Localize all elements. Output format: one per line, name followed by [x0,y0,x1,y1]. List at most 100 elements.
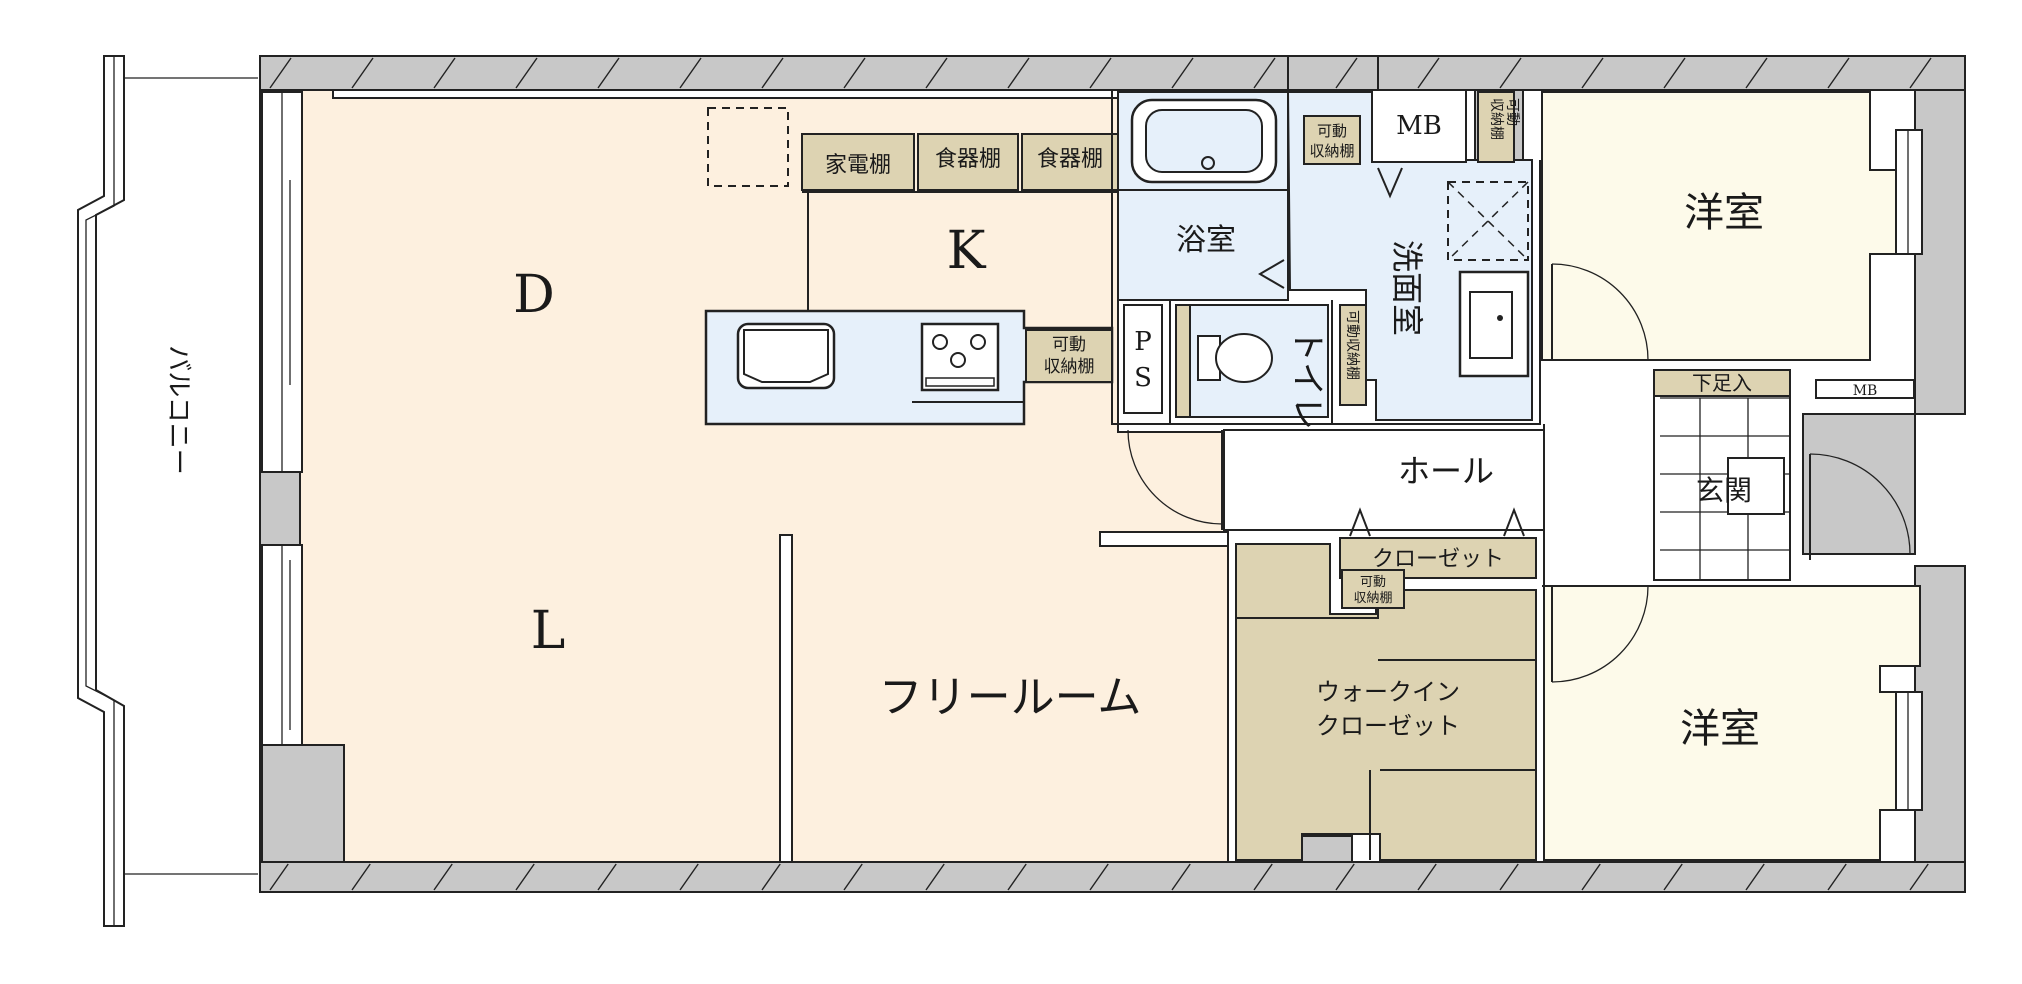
mb-label: MB [1396,111,1442,141]
bath-label: 浴室 [1176,223,1236,258]
kitchen-movable-shelf-line1: 可動 [1052,335,1086,355]
wall-hatch-mark [1827,863,1847,891]
bedroom-bottom-door-swing [1551,585,1649,683]
wash-basin-icon [1458,270,1530,378]
wall-hatch-mark [925,863,945,891]
wall-hatch-mark [1827,57,1850,89]
toilet-label: トイレ [1287,328,1327,430]
wall-hatch-mark [1417,57,1440,89]
wall-hatch-mark [1007,863,1027,891]
wall-hatch-mark [433,863,453,891]
entrance-door-swing [1809,453,1911,555]
wall-hatch-mark [925,57,948,89]
wall-hatch-mark [761,863,781,891]
wall-hatch-mark [1745,863,1765,891]
hall-partition [1099,531,1229,547]
sink-icon [736,322,836,390]
toilet-movable-shelf-label: 可動収納棚 [1344,310,1360,380]
toilet-movable-shelf [1339,304,1367,406]
partition-wall [779,534,793,863]
left-windows [261,91,303,746]
closet-label: クローゼット [1372,547,1504,572]
wall-hatch-mark [1499,57,1522,89]
wall-hatch-mark [515,57,538,89]
wall-hatch-mark [761,57,784,89]
wall-hatch-mark [1335,57,1358,89]
wall-hatching [269,57,1932,891]
dining-label: D [513,265,555,325]
kitchen-shelves: 家電棚 食器棚 食器棚 [801,133,1119,310]
hall [1223,429,1545,531]
washroom-label: 洗面室 [1388,240,1426,336]
kitchen-label: K [947,221,987,281]
toilet-shelf-edge [1175,304,1191,418]
walk-in-closet [1235,543,1537,861]
wall-hatch-mark [269,863,289,891]
appliance-shelf-label: 家電棚 [825,153,891,178]
washing-machine-pan-icon [1447,181,1529,261]
corner-shelf-text-1: 収納棚 [1488,98,1504,140]
dish-shelf-2-label: 食器棚 [1037,147,1103,172]
closet-movable-shelf-line1: 可動 [1360,575,1386,590]
bedroom-top-door-swing [1551,263,1649,361]
western-room-bottom-label: 洋室 [1680,706,1760,752]
wall-hatch-mark [843,863,863,891]
wall-hatch-mark [269,57,292,89]
wall-hatch-mark [1089,863,1109,891]
wall-hatch-mark [1581,57,1604,89]
ps-p: P [1134,327,1152,357]
mb-box [1371,89,1467,163]
corner-movable-shelf [1477,91,1515,163]
wall-hatch-mark [1663,863,1683,891]
top-strip [332,89,1119,99]
wall-hatch-mark [597,863,617,891]
wall-hatch-mark [515,863,535,891]
mb-entrance-label: MB [1853,383,1878,399]
entrance-tiles [1660,397,1790,580]
wall-hatch-mark [1909,57,1932,89]
hall-label: ホール [1398,452,1494,490]
wall-hatch-mark [597,57,620,89]
wall-hatch-mark [843,57,866,89]
closet-movable-shelf [1341,569,1405,609]
bath-door-marker [1258,259,1285,289]
door-marker [1377,167,1403,199]
balcony: バルコニー [77,55,258,927]
wash-movable-shelf [1303,115,1361,165]
entrance-label-bg [1727,457,1785,515]
wall-hatch-mark [1007,57,1030,89]
wall-hatch-mark [1335,863,1355,891]
wall-hatch-mark [1171,57,1194,89]
wet-boundary [1111,90,1541,425]
wall-hatch-mark [1253,863,1273,891]
wall-hatch-mark [433,57,456,89]
wall-hatch-mark [1089,57,1112,89]
wall-hatch-mark [1417,863,1437,891]
ldk-floor [299,89,1229,863]
wall-hatch-mark [351,863,371,891]
wall-hatch-mark [1745,57,1768,89]
ceiling-hatch [707,107,789,187]
balcony-label: バルコニー [163,345,193,474]
bedroom-windows [1895,129,1923,811]
free-room-door-swing [1127,429,1223,525]
wall-hatch-mark [351,57,374,89]
wall-hatch-mark [1581,863,1601,891]
western-room-top-label: 洋室 [1684,190,1764,236]
living-label: L [531,601,566,661]
shoe-cabinet [1653,369,1791,397]
wash-movable-shelf-line1: 可動 [1317,122,1347,140]
dish-shelf-1-label: 食器棚 [935,147,1001,172]
wall-hatch-mark [679,57,702,89]
bathtub-icon [1130,98,1278,184]
stove-icon [920,322,1000,392]
walk-in-closet-line1: ウォークイン [1316,678,1460,706]
free-room-label: フリールーム [879,672,1142,723]
corner-shelf-text-2: 可動 [1504,98,1520,126]
wall-hatch-mark [1171,863,1191,891]
ps-shaft [1123,304,1163,414]
toilet-icon [1197,333,1273,383]
wall-hatch-mark [1909,863,1929,891]
mb-entrance-box [1815,379,1915,399]
